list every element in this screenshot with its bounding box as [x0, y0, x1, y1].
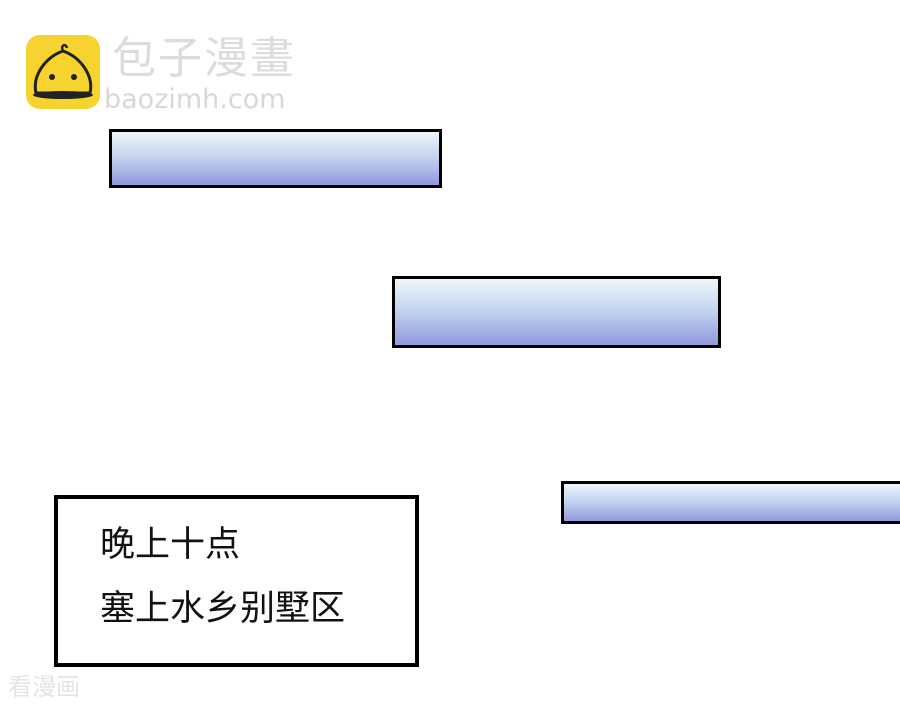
sky-panel-2	[392, 276, 721, 348]
sky-panel-3	[561, 481, 900, 524]
watermark-url: baozimh.com	[104, 84, 286, 115]
caption-location: 塞上水乡别墅区	[100, 589, 346, 629]
bottom-watermark: 看漫画	[8, 673, 80, 701]
watermark-brand: 包子漫畫	[112, 33, 296, 84]
sky-panel-1	[109, 129, 442, 188]
steamed-bun-icon	[33, 43, 93, 99]
caption-box: 晚上十点 塞上水乡别墅区	[54, 495, 419, 667]
caption-time: 晚上十点	[100, 525, 241, 565]
baozi-logo	[26, 35, 100, 109]
